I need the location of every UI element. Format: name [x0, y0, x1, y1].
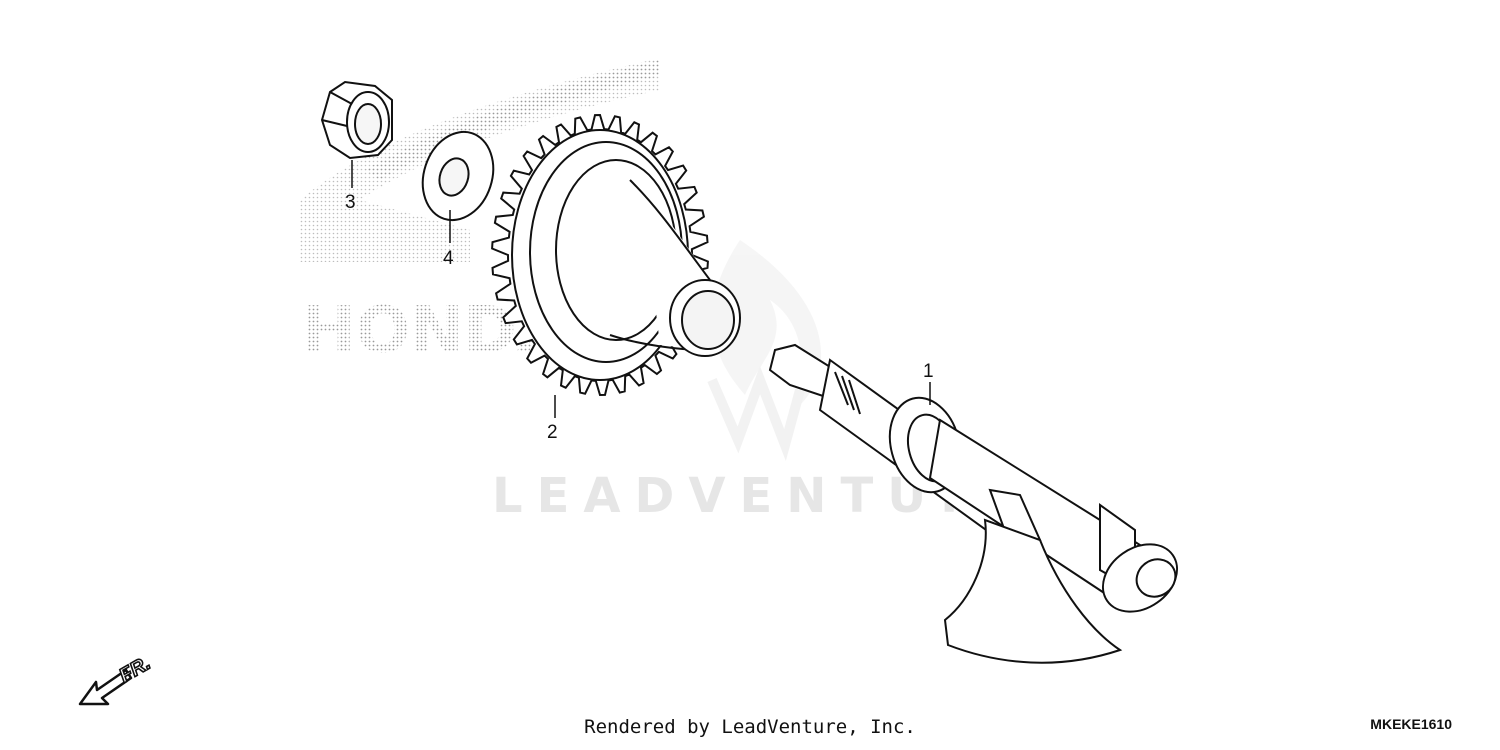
kick-starter-gear-part: [491, 113, 741, 397]
callout-number: 1: [923, 361, 934, 382]
callout-3: 3: [345, 160, 356, 213]
callout-number: 4: [443, 248, 454, 269]
front-direction-arrow-icon: [78, 668, 133, 706]
callout-2: 2: [547, 395, 558, 443]
front-direction-indicator: FR.: [78, 651, 155, 706]
kick-starter-spindle-part: [768, 343, 1179, 664]
callout-number: 2: [547, 422, 558, 443]
render-credit: Rendered by LeadVenture, Inc.: [584, 716, 916, 738]
callout-1: 1: [923, 361, 934, 405]
callout-4: 4: [443, 210, 454, 269]
diagram-code: MKEKE1610: [1370, 716, 1452, 732]
washer-part: [421, 130, 495, 222]
leadventure-flame-watermark: [707, 240, 822, 462]
callout-number: 3: [345, 192, 356, 213]
collar-part: [320, 80, 393, 160]
